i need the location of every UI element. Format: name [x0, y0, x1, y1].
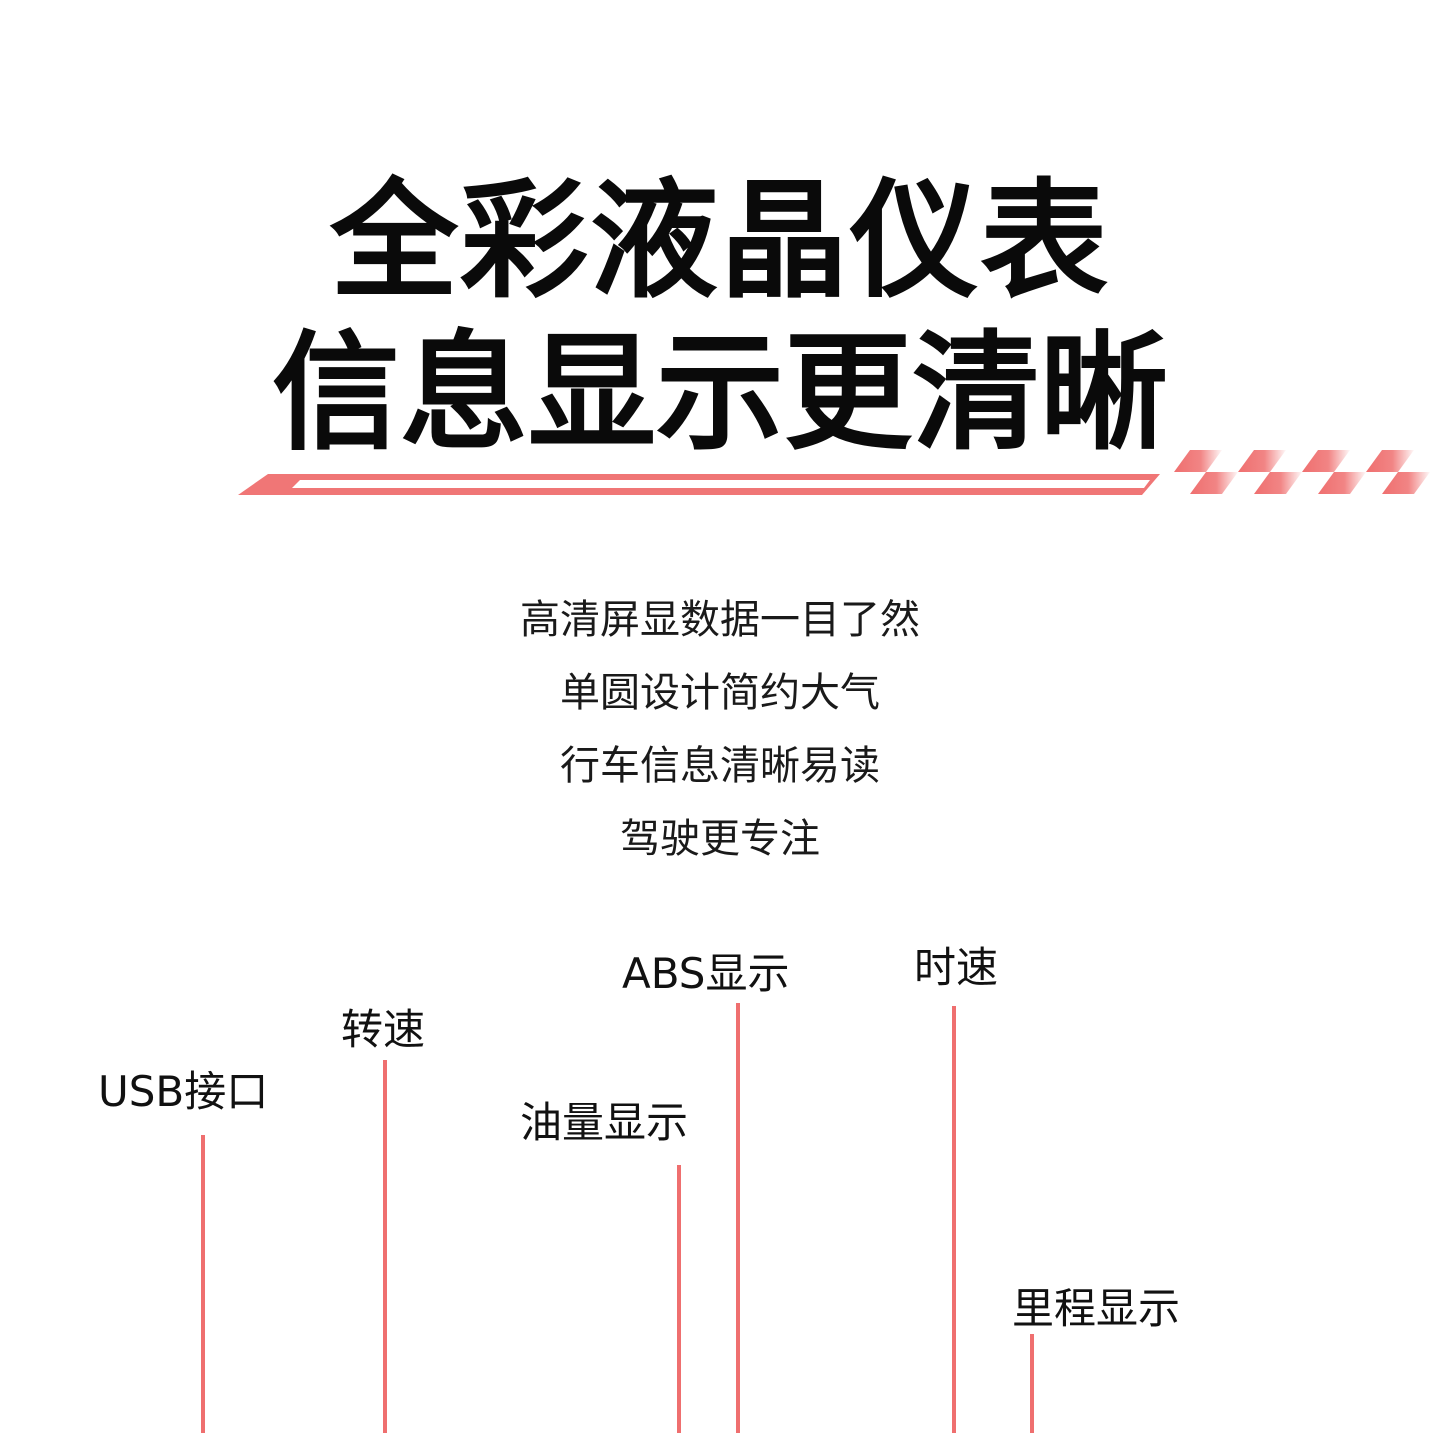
checker-square — [1254, 472, 1302, 494]
callout-label-mileage: 里程显示 — [1012, 1284, 1181, 1333]
checker-square — [1302, 450, 1350, 472]
checker-square — [1174, 450, 1222, 472]
checker-square — [1382, 472, 1430, 494]
callout-label-fuel: 油量显示 — [520, 1098, 689, 1147]
callout-line-mileage — [1030, 1334, 1034, 1433]
checker-square — [1318, 472, 1366, 494]
callout-line-usb — [201, 1135, 205, 1433]
callout-label-speed: 时速 — [914, 943, 999, 992]
decorative-stripe — [238, 450, 1430, 495]
description-line-3: 行车信息清晰易读 — [560, 743, 880, 789]
headline-line-2: 信息显示更清晰 — [271, 319, 1168, 468]
description-line-1: 高清屏显数据一目了然 — [520, 597, 920, 643]
stripe-bar-inner — [292, 480, 1150, 488]
description-line-4: 驾驶更专注 — [620, 816, 820, 862]
callout-label-rpm: 转速 — [341, 1005, 426, 1054]
callout-line-speed — [952, 1006, 956, 1433]
headline-line-1: 全彩液晶仪表 — [329, 167, 1110, 316]
callout-label-usb: USB接口 — [98, 1067, 269, 1116]
checker-square — [1238, 450, 1286, 472]
callout-line-rpm — [383, 1060, 387, 1433]
description-line-2: 单圆设计简约大气 — [560, 670, 880, 716]
checker-square — [1366, 450, 1414, 472]
callout-line-fuel — [677, 1165, 681, 1433]
callout-line-abs — [736, 1003, 740, 1433]
checker-square — [1190, 472, 1238, 494]
callout-label-abs: ABS显示 — [622, 949, 790, 998]
